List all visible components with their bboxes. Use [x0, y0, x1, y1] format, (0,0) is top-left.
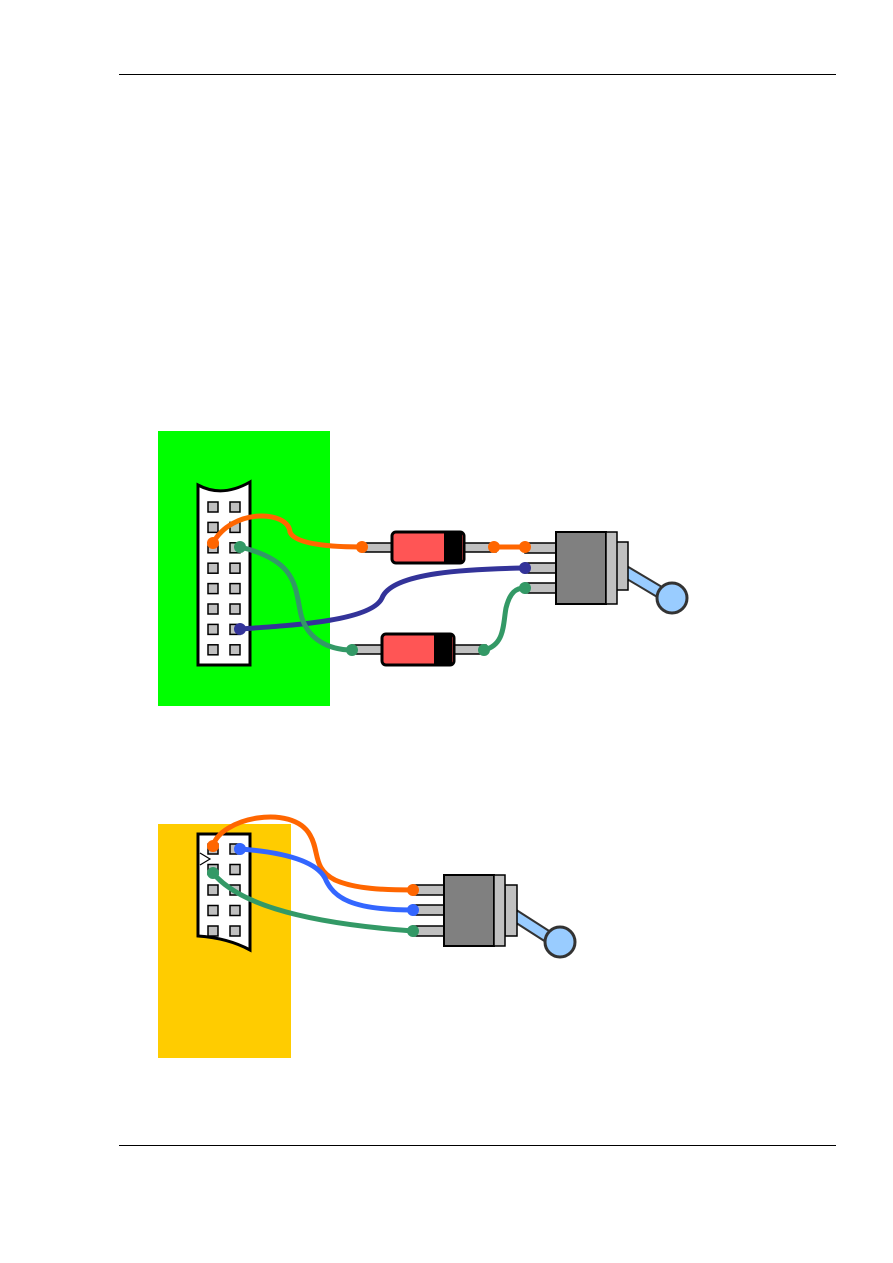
header-pin: [229, 501, 241, 513]
header-housing: [196, 479, 252, 667]
navy-wire: [237, 565, 528, 632]
header-pin: [229, 863, 241, 876]
diode-cathode-band: [444, 533, 462, 562]
header-pin: [207, 644, 219, 656]
orange-wire: [210, 814, 416, 893]
circuit-top: [158, 431, 689, 706]
header-pin: [207, 904, 219, 917]
solder-joint: [478, 644, 490, 656]
footer-rule: [119, 1145, 836, 1146]
solder-joint: [356, 541, 368, 553]
header-pin: [207, 521, 219, 534]
header-pin: [207, 623, 219, 636]
switch-lever-knob: [543, 925, 577, 959]
solder-joint: [488, 541, 500, 553]
header-housing: [196, 832, 252, 953]
switch-flange: [504, 884, 518, 937]
switch-collar: [605, 531, 618, 605]
green-wire: [481, 585, 528, 653]
toggle-switch: [412, 874, 577, 959]
solder-joints: [207, 537, 531, 656]
solder-joint: [519, 562, 531, 574]
switch-collar: [493, 874, 506, 947]
solder-joint: [207, 867, 219, 879]
solder-joint: [519, 582, 531, 594]
header-pin: [229, 644, 241, 656]
header-rule: [119, 74, 836, 75]
header-pin: [207, 582, 219, 595]
solder-joint: [407, 884, 419, 896]
header-pin: [207, 562, 219, 574]
switch-lever-knob: [655, 581, 689, 615]
blue-wire: [237, 846, 416, 913]
green-wire: [237, 544, 355, 653]
toggle-switch: [524, 531, 689, 615]
header-pin: [229, 904, 241, 917]
solder-joint: [407, 925, 419, 937]
solder-joint: [207, 840, 219, 852]
solder-joint: [234, 843, 246, 855]
pin1-marker-icon: [199, 852, 212, 866]
header-pins: [207, 501, 241, 656]
orange-wire: [210, 513, 365, 550]
header-pin: [207, 884, 219, 896]
diode-lower: [351, 632, 487, 667]
solder-joint: [207, 537, 219, 549]
solder-joint: [407, 904, 419, 916]
header-pin: [229, 603, 241, 615]
solder-joint: [234, 541, 246, 553]
switch-flange: [615, 541, 629, 591]
pin-header-2x8: [196, 479, 252, 667]
switch-body: [443, 874, 495, 947]
header-pin: [207, 603, 219, 615]
header-pin: [229, 562, 241, 574]
switch-body: [555, 531, 607, 605]
header-pin: [229, 582, 241, 595]
solder-joint: [519, 541, 531, 553]
header-pin: [229, 925, 241, 937]
solder-joints: [207, 840, 419, 937]
diode-cathode-band: [434, 635, 452, 664]
header-pin: [207, 925, 219, 937]
solder-joint: [234, 623, 246, 635]
header-pin: [207, 501, 219, 513]
circuit-bottom: [158, 814, 577, 1058]
diode-upper: [361, 530, 497, 565]
solder-joint: [346, 644, 358, 656]
green-wire: [210, 870, 416, 934]
